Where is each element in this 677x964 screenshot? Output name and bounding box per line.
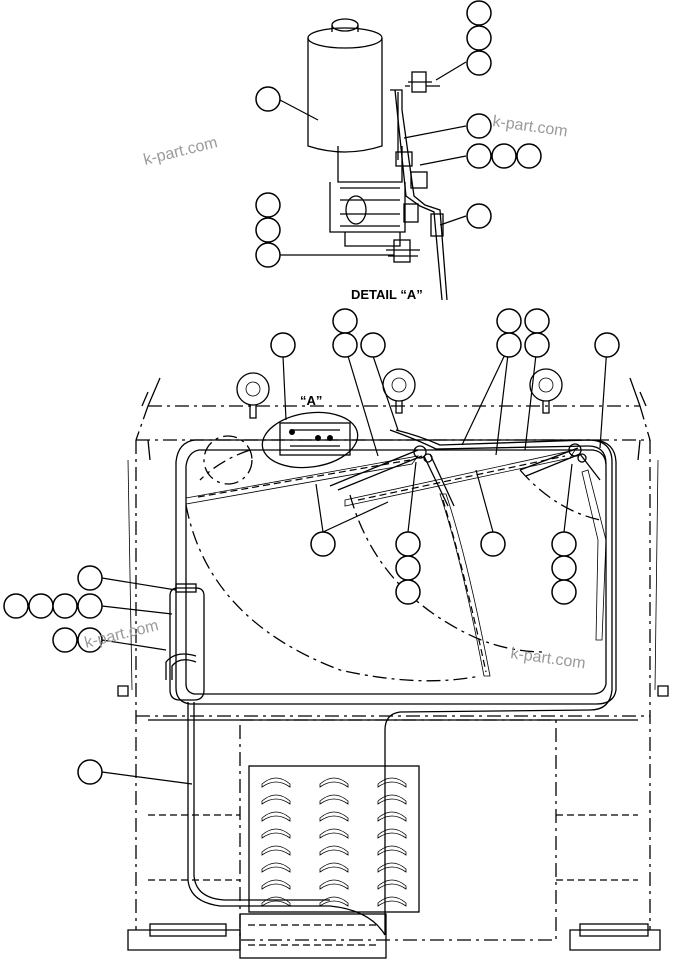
louver [319,845,349,856]
callout-bubble [395,531,421,557]
callout-bubble [395,555,421,581]
louver [319,896,349,907]
callout-bubble [551,555,577,581]
callout-bubble [52,627,78,653]
louver [377,862,407,873]
louver [377,828,407,839]
louver [377,794,407,805]
callout-bubble [466,50,492,76]
callout-bubble [28,593,54,619]
callout-bubble [310,531,336,557]
callout-bubble [516,143,542,169]
callout-bubble [466,203,492,229]
watermark-text: k-part.com [491,113,568,140]
lower-frame [117,685,669,959]
louver [261,777,291,788]
callout-bubble [524,308,550,334]
detail-a-ellipse [261,411,359,469]
detail-callouts [255,0,542,268]
callout-bubble [496,332,522,358]
washer-reservoir [165,583,386,936]
callout-bubble [395,579,421,605]
watermarks: k-part.com k-part.com k-part.com k-part.… [83,113,587,672]
louver [319,794,349,805]
cab-front-view: “A” [127,368,659,941]
callout-bubble [77,593,103,619]
detail-a-title: DETAIL “A” [351,287,423,302]
callout-bubble [551,579,577,605]
louver [319,879,349,890]
grille-louvers [261,777,407,907]
callout-bubble [466,25,492,51]
callout-bubble [524,332,550,358]
callout-bubble [77,759,103,785]
louver [261,862,291,873]
louver [377,896,407,907]
louver [319,811,349,822]
main-callouts [3,308,620,785]
watermark-text: k-part.com [142,134,219,169]
louver [261,879,291,890]
louver [261,896,291,907]
callout-bubble [52,593,78,619]
callout-bubble [466,113,492,139]
callout-bubble [332,308,358,334]
louver [261,811,291,822]
watermark-text: k-part.com [509,645,586,672]
callout-bubble [3,593,29,619]
louver [261,828,291,839]
louver [377,811,407,822]
wiper-motor-detail: DETAIL “A” [307,18,448,302]
louver [319,777,349,788]
callout-bubble [551,531,577,557]
callout-bubble [594,332,620,358]
callout-bubble [332,332,358,358]
callout-bubble [466,0,492,26]
callout-bubble [270,332,296,358]
detail-a-ref: “A” [300,393,322,408]
callout-bubble [77,627,103,653]
louver [319,828,349,839]
louver [261,845,291,856]
louver [377,845,407,856]
callout-bubble [466,143,492,169]
watermark-text: k-part.com [83,617,160,652]
callout-bubble [255,217,281,243]
louver [261,794,291,805]
grille [248,765,420,913]
callout-bubble [255,242,281,268]
callout-bubble [77,565,103,591]
louver [377,879,407,890]
louver [319,862,349,873]
callout-bubble [255,192,281,218]
louver [377,777,407,788]
callout-bubble [360,332,386,358]
callout-bubble [255,86,281,112]
callout-bubble [480,531,506,557]
callout-bubble [496,308,522,334]
callout-bubble [491,143,517,169]
